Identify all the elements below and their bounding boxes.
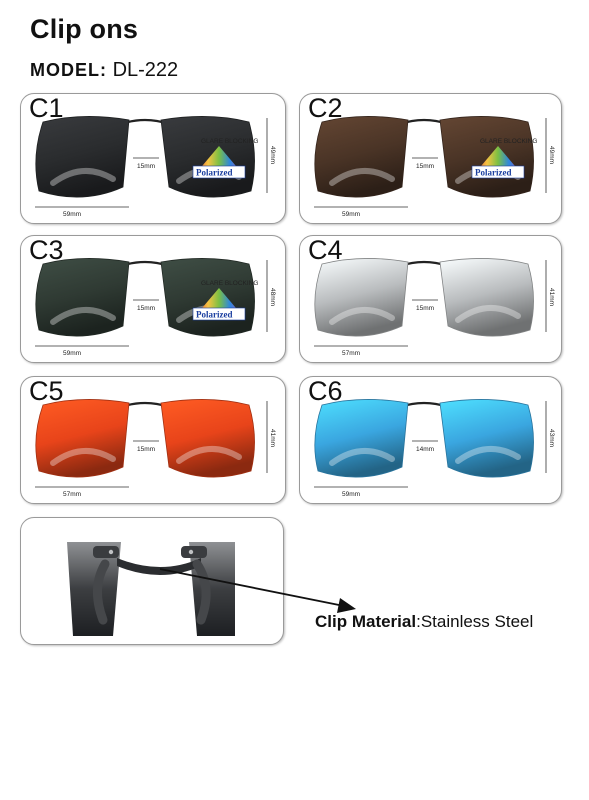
lens-reflection xyxy=(329,447,395,466)
right-lens xyxy=(160,258,255,337)
bridge-dimension-label: 15mm xyxy=(137,305,155,312)
bridge-dimension-label: 15mm xyxy=(416,305,434,312)
page-title: Clip ons xyxy=(30,14,139,44)
badge-small-text: GLARE BLOCKING xyxy=(201,280,258,287)
width-dimension-label: 57mm xyxy=(342,350,360,357)
model-value: DL-222 xyxy=(112,59,179,81)
right-lens xyxy=(439,258,534,337)
lens-reflection xyxy=(50,447,116,466)
variant-card-c6: C6 59mm 14mm 43mm xyxy=(299,376,562,504)
model-line: MODEL: DL-222 xyxy=(30,59,178,82)
width-dimension-label: 57mm xyxy=(63,491,81,498)
bridge-dimension-label: 15mm xyxy=(416,163,434,170)
badge-box xyxy=(192,165,246,179)
left-lens xyxy=(314,258,409,337)
polarized-badge: Polarized xyxy=(196,310,233,320)
bridge-dimension-label: 15mm xyxy=(137,163,155,170)
clip-detail-card xyxy=(20,517,284,645)
badge-rainbow xyxy=(197,288,241,314)
badge-box xyxy=(192,307,246,321)
clip-material-value: :Stainless Steel xyxy=(416,612,534,631)
badge-rainbow xyxy=(476,146,520,172)
right-lens xyxy=(439,399,534,478)
variant-code: C4 xyxy=(308,235,343,265)
height-dimension-label: 48mm xyxy=(269,288,276,306)
lens-reflection xyxy=(329,306,395,325)
lens-reflection xyxy=(176,445,242,464)
height-dimension-label: 41mm xyxy=(548,288,555,306)
right-lens xyxy=(160,116,255,198)
height-dimension-label: 41mm xyxy=(269,429,276,447)
lens-reflection xyxy=(329,167,395,186)
width-dimension-label: 59mm xyxy=(342,491,360,498)
left-lens xyxy=(35,258,130,337)
clip-on-glasses-image: 57mm 15mm 41mm xyxy=(314,258,555,357)
variant-code: C6 xyxy=(308,376,343,406)
width-dimension-label: 59mm xyxy=(63,350,81,357)
badge-small-text: GLARE BLOCKING xyxy=(201,138,258,145)
height-dimension-label: 49mm xyxy=(269,146,276,164)
badge-rainbow xyxy=(197,146,241,172)
model-label: MODEL: xyxy=(30,60,107,80)
lens-reflection xyxy=(50,167,116,186)
right-lens xyxy=(160,399,255,478)
clip-material-label: Clip Material xyxy=(315,612,417,631)
lens-reflection xyxy=(455,445,521,464)
left-lens xyxy=(35,399,130,478)
left-lens xyxy=(314,116,409,198)
lens-reflection xyxy=(50,306,116,325)
bridge-dimension-label: 15mm xyxy=(137,446,155,453)
variant-code: C5 xyxy=(29,376,64,406)
height-dimension-label: 43mm xyxy=(548,429,555,447)
polarized-badge: Polarized xyxy=(196,168,233,178)
lens-reflection xyxy=(455,304,521,323)
clip-closeup-image xyxy=(67,542,235,636)
left-lens xyxy=(314,399,409,478)
variant-code: C1 xyxy=(29,93,64,123)
polarized-badge: Polarized xyxy=(475,168,512,178)
width-dimension-label: 59mm xyxy=(63,211,81,218)
variant-code: C2 xyxy=(308,93,343,123)
clip-on-glasses-image: 59mm 14mm 43mm xyxy=(314,399,555,498)
variant-card-c5: C5 57mm 15mm 41mm xyxy=(20,376,286,504)
variant-code: C3 xyxy=(29,235,64,265)
variant-card-c4: C4 57mm 15mm 41mm xyxy=(299,235,562,363)
right-lens xyxy=(439,116,534,198)
badge-small-text: GLARE BLOCKING xyxy=(480,138,537,145)
width-dimension-label: 59mm xyxy=(342,211,360,218)
left-lens xyxy=(35,116,130,198)
clip-material-text: Clip Material:Stainless Steel xyxy=(315,612,533,632)
badge-box xyxy=(471,165,525,179)
bridge-dimension-label: 14mm xyxy=(416,446,434,453)
height-dimension-label: 49mm xyxy=(548,146,555,164)
clip-on-glasses-image: 57mm 15mm 41mm xyxy=(35,399,276,498)
